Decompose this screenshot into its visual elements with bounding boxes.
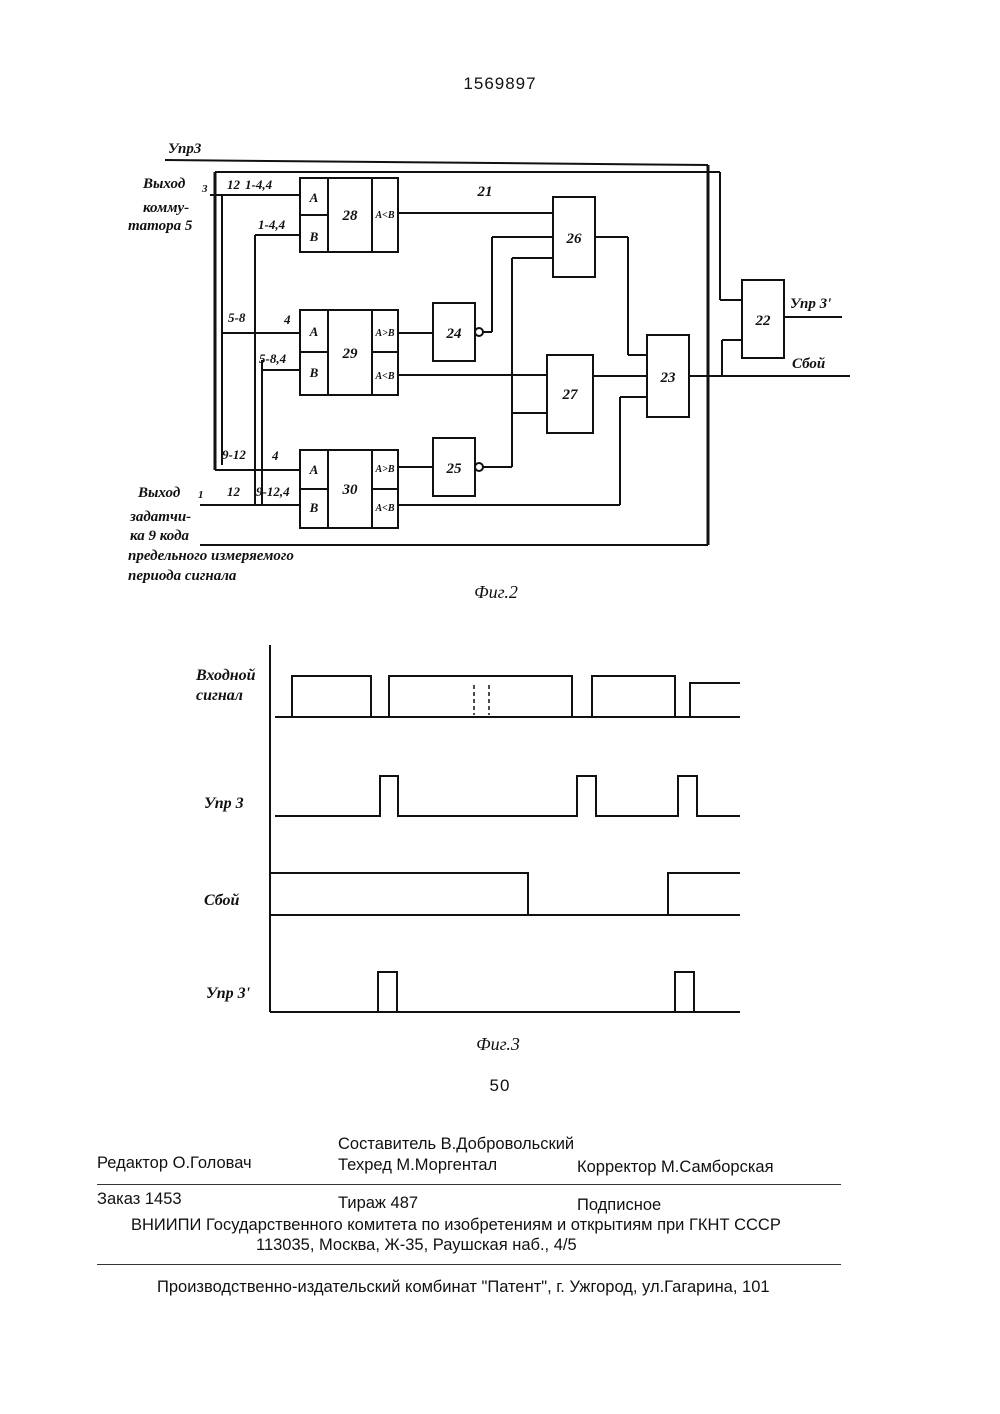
block-24-label: 24 bbox=[446, 326, 463, 342]
trace-sboy bbox=[270, 873, 740, 915]
upr3-out-label: Упр 3' bbox=[790, 296, 831, 312]
zadatchik-line4: периода сигнала bbox=[128, 568, 237, 584]
kommutatora-line2: татора 5 bbox=[128, 218, 193, 234]
block-28-label: 28 bbox=[342, 208, 359, 224]
port-a-29: A bbox=[309, 324, 319, 339]
fig2-block-diagram: Упр3 Выход 3 комму- татора 5 Выход 1 зад… bbox=[0, 0, 1000, 620]
kommutatora-line1: комму- bbox=[143, 200, 189, 216]
block-21-label: 21 bbox=[477, 184, 493, 200]
imprint-corrector: Корректор М.Самборская bbox=[577, 1158, 774, 1177]
zadatchik-line1: задатчи- bbox=[129, 509, 191, 525]
port-agb-29: A>B bbox=[374, 328, 394, 339]
block-30-label: 30 bbox=[342, 482, 359, 498]
port-a-30: A bbox=[309, 462, 319, 477]
trace-upr3 bbox=[275, 776, 740, 816]
footer-page-number: 50 bbox=[0, 1076, 1000, 1096]
vyhod1-pin: 1 bbox=[198, 489, 204, 501]
port-a-28: A bbox=[309, 190, 319, 205]
imprint-rule-top bbox=[97, 1184, 841, 1185]
block-22-label: 22 bbox=[755, 313, 772, 329]
label-upr3-prime: Упр 3' bbox=[206, 985, 251, 1002]
imprint-address: 113035, Москва, Ж-35, Раушская наб., 4/5 bbox=[256, 1236, 577, 1255]
trace-upr3-prime bbox=[270, 972, 694, 1012]
bus-label-9-12: 9-12 bbox=[222, 447, 246, 462]
imprint-org: ВНИИПИ Государственного комитета по изоб… bbox=[131, 1216, 781, 1235]
label-input-line2: сигнал bbox=[196, 687, 243, 704]
fig2-caption: Фиг.2 bbox=[474, 582, 518, 602]
label-upr3: Упр 3 bbox=[204, 795, 244, 812]
imprint-circulation: Тираж 487 bbox=[338, 1194, 418, 1213]
bus-label-4: 4 bbox=[283, 312, 291, 327]
port-b-30: B bbox=[309, 500, 319, 515]
bus-label-9-12-4: 9-12,4 bbox=[256, 484, 290, 499]
imprint-compiler: Составитель В.Добровольский bbox=[338, 1135, 574, 1154]
bus-label-5-8-4: 5-8,4 bbox=[259, 351, 287, 366]
block-27-label: 27 bbox=[562, 387, 579, 403]
port-b-29: B bbox=[309, 365, 319, 380]
label-sboy: Сбой bbox=[204, 892, 240, 909]
port-alb-29: A<B bbox=[374, 371, 394, 382]
bus-label-1-4-4: 1-4,4 bbox=[245, 177, 273, 192]
block-29-label: 29 bbox=[342, 346, 359, 362]
bus-label-5-8: 5-8 bbox=[228, 310, 246, 325]
bus-label-12: 12 bbox=[227, 177, 241, 192]
imprint-subscription: Подписное bbox=[577, 1196, 661, 1215]
port-alb-28: A<B bbox=[374, 210, 394, 221]
bus-label-4-c: 4 bbox=[271, 448, 279, 463]
port-alb-30: A<B bbox=[374, 503, 394, 514]
zadatchik-line3: предельного измеряемого bbox=[128, 548, 294, 564]
trace-input-signal bbox=[275, 676, 740, 717]
fig3-caption: Фиг.3 bbox=[476, 1034, 520, 1054]
upr3-label: Упр3 bbox=[168, 141, 202, 157]
vyhod1-label: Выход bbox=[137, 485, 181, 501]
upr3-wire bbox=[165, 160, 708, 165]
block-26-label: 26 bbox=[566, 231, 583, 247]
imprint-techred: Техред М.Моргентал bbox=[338, 1156, 497, 1175]
vyhod3-label: Выход bbox=[142, 176, 186, 192]
label-input-line1: Входной bbox=[195, 667, 256, 684]
block-23-label: 23 bbox=[660, 370, 677, 386]
imprint-printer: Производственно-издательский комбинат "П… bbox=[157, 1278, 770, 1297]
zadatchik-line2: ка 9 кода bbox=[130, 528, 190, 544]
port-b-28: B bbox=[309, 229, 319, 244]
imprint-order: Заказ 1453 bbox=[97, 1190, 182, 1209]
sboy-out-label: Сбой bbox=[792, 356, 825, 372]
vyhod3-pin: 3 bbox=[201, 183, 208, 195]
bus-label-1-4-4-b: 1-4,4 bbox=[258, 217, 286, 232]
block-25-label: 25 bbox=[446, 461, 463, 477]
bus-label-12-b: 12 bbox=[227, 484, 241, 499]
imprint-editor: Редактор О.Головач bbox=[97, 1154, 252, 1173]
port-agb-30: A>B bbox=[374, 464, 394, 475]
imprint-rule-bottom bbox=[97, 1264, 841, 1265]
